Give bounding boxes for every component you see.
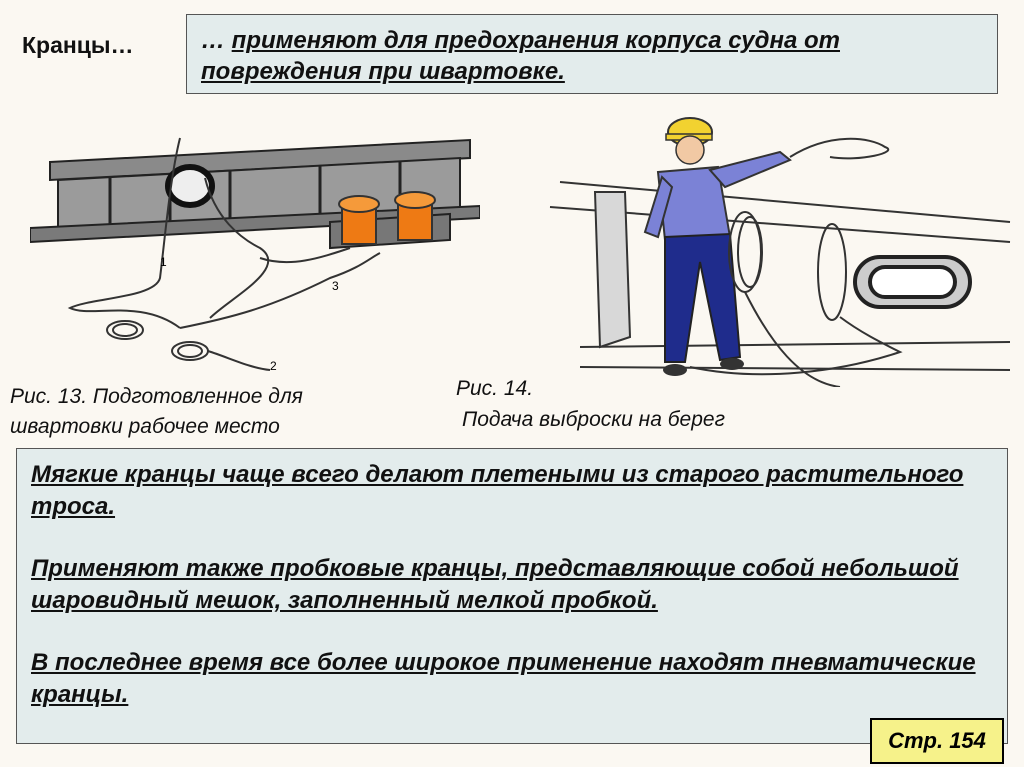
- fig14-caption-line1: Рис. 14.: [456, 377, 534, 400]
- fig13-illustration: 1 2 3: [30, 137, 480, 373]
- page-reference-badge: Стр. 154: [870, 718, 1004, 764]
- definition-prefix: …: [201, 27, 232, 54]
- fig13-label-1: 1: [160, 255, 167, 269]
- paragraph-cork-fenders: Применяют также пробковые кранцы, предст…: [31, 555, 959, 614]
- definition-body: применяют для предохранения корпуса судн…: [201, 27, 840, 85]
- bollard-left: [338, 195, 380, 245]
- fig13-label-3: 3: [332, 279, 339, 293]
- fig13-caption: Рис. 13. Подготовленное для швартовки ра…: [10, 385, 303, 438]
- paragraph-pneumatic-fenders: В последнее время все более широкое прим…: [31, 649, 976, 708]
- paragraph-soft-fenders: Мягкие кранцы чаще всего делают плетеным…: [31, 461, 964, 520]
- bollard-right: [394, 191, 436, 241]
- info-box: Мягкие кранцы чаще всего делают плетеным…: [16, 448, 1008, 744]
- fig14-caption-line2: Подача выброски на берег: [462, 408, 725, 431]
- fig14-illustration: [549, 117, 1011, 387]
- definition-box: … применяют для предохранения корпуса су…: [186, 14, 998, 94]
- fig13-label-2: 2: [270, 359, 277, 373]
- slide-title: Кранцы…: [22, 32, 134, 58]
- definition-text: … применяют для предохранения корпуса су…: [201, 25, 983, 87]
- sailor-figure: [643, 117, 792, 376]
